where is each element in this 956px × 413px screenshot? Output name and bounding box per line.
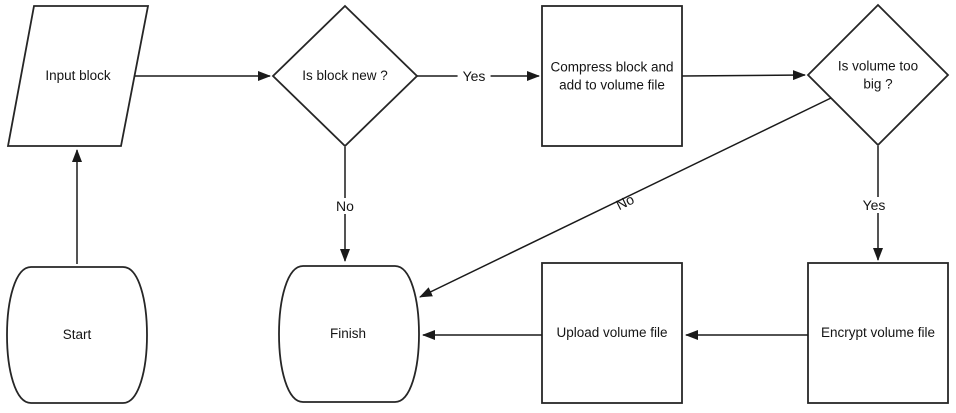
edge-is-volume-too-big-to-finish [419, 97, 832, 298]
upload-volume-file-shape [541, 262, 683, 404]
encrypt-volume-file-shape [807, 262, 949, 404]
is-block-new-diamond-shape [271, 4, 419, 148]
edge-compress-block-to-is-volume-too-big [681, 70, 806, 81]
start-terminator-shape [6, 266, 148, 404]
compress-block-shape [541, 5, 683, 147]
finish-terminator-shape [278, 265, 420, 403]
input-block-shape [6, 5, 150, 147]
is-volume-too-big-diamond-shape [806, 3, 950, 147]
